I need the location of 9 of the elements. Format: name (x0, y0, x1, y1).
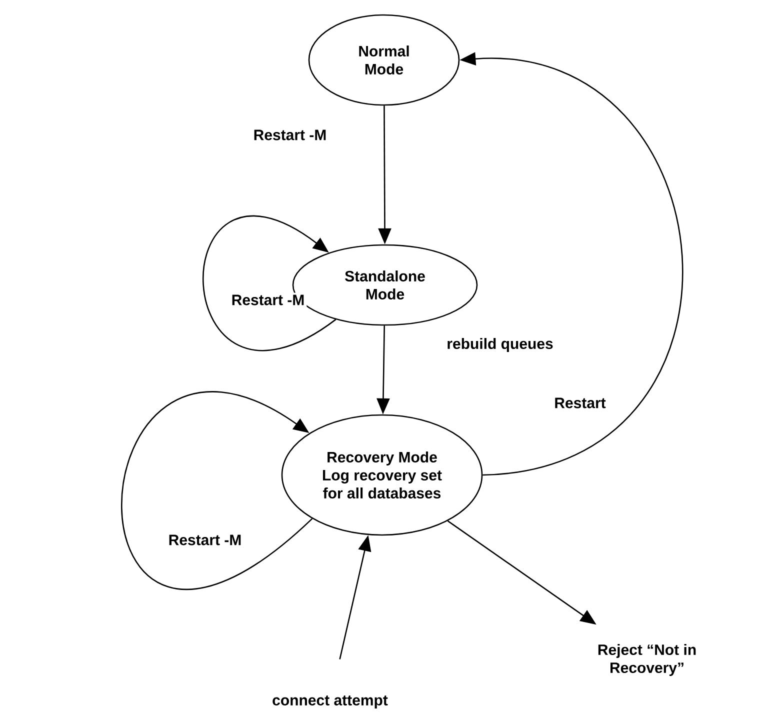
edge-label: rebuild queues (444, 336, 556, 354)
edge-label: Restart -M (166, 532, 244, 548)
edge-label: Restart -M (229, 292, 307, 308)
edge-label: Restart (552, 396, 608, 410)
arrow (202, 216, 336, 352)
arrow (121, 392, 313, 588)
state-label: Reject “Not in Recovery” (598, 644, 696, 676)
state-label: connect attempt (272, 696, 388, 708)
edge-label: Restart -M (251, 128, 329, 142)
